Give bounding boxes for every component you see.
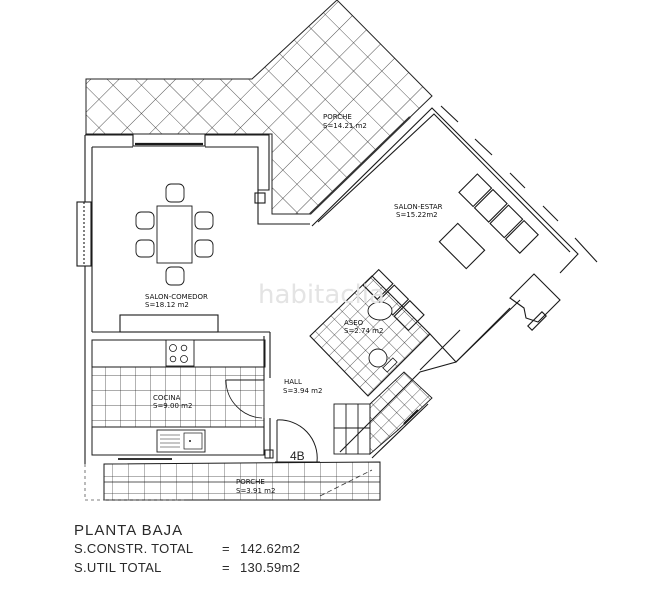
summary-row-constr: S.CONSTR. TOTAL = 142.62m2 <box>74 541 300 560</box>
surface-summary: PLANTA BAJA S.CONSTR. TOTAL = 142.62m2 S… <box>74 522 300 579</box>
summary-label: S.CONSTR. TOTAL <box>74 541 194 556</box>
salon-comedor-area: S=18.12 m2 <box>145 301 189 309</box>
room-labels: PORCHE S=14.21 m2 SALON-ESTAR S=15.22m2 … <box>145 113 443 495</box>
hall-name: HALL <box>284 378 302 386</box>
summary-value: 130.59m2 <box>240 560 301 575</box>
summary-equals: = <box>222 560 230 575</box>
porche-top-name: PORCHE <box>323 113 352 121</box>
stair <box>333 371 433 455</box>
summary-value: 142.62m2 <box>240 541 301 556</box>
porche-bottom-name: PORCHE <box>236 478 265 486</box>
summary-row-util: S.UTIL TOTAL = 130.59m2 <box>74 560 300 579</box>
porche-top-area: S=14.21 m2 <box>323 122 367 130</box>
cocina <box>84 332 271 464</box>
salon-comedor-name: SALON-COMEDOR <box>145 293 208 301</box>
summary-label: S.UTIL TOTAL <box>74 560 162 575</box>
door-number: 4B <box>290 449 305 463</box>
porche-bottom-area: S=3.91 m2 <box>236 487 275 495</box>
porch-top <box>85 0 433 215</box>
summary-equals: = <box>222 541 230 556</box>
aseo <box>309 275 431 397</box>
cocina-name: COCINA <box>153 394 181 402</box>
cocina-area: S=9.00 m2 <box>153 402 192 410</box>
salon-comedor-walls <box>76 134 310 341</box>
plan-title: PLANTA BAJA <box>74 522 184 539</box>
aseo-name: ASEO <box>344 319 364 327</box>
hall-area: S=3.94 m2 <box>283 387 322 395</box>
dining-set <box>135 183 214 286</box>
aseo-area: S=2.74 m2 <box>344 327 383 335</box>
watermark: habitaclia <box>258 280 385 310</box>
porch-bottom <box>84 461 381 501</box>
salon-estar-area: S=15.22m2 <box>396 211 438 219</box>
salon-estar-name: SALON-ESTAR <box>394 203 443 211</box>
